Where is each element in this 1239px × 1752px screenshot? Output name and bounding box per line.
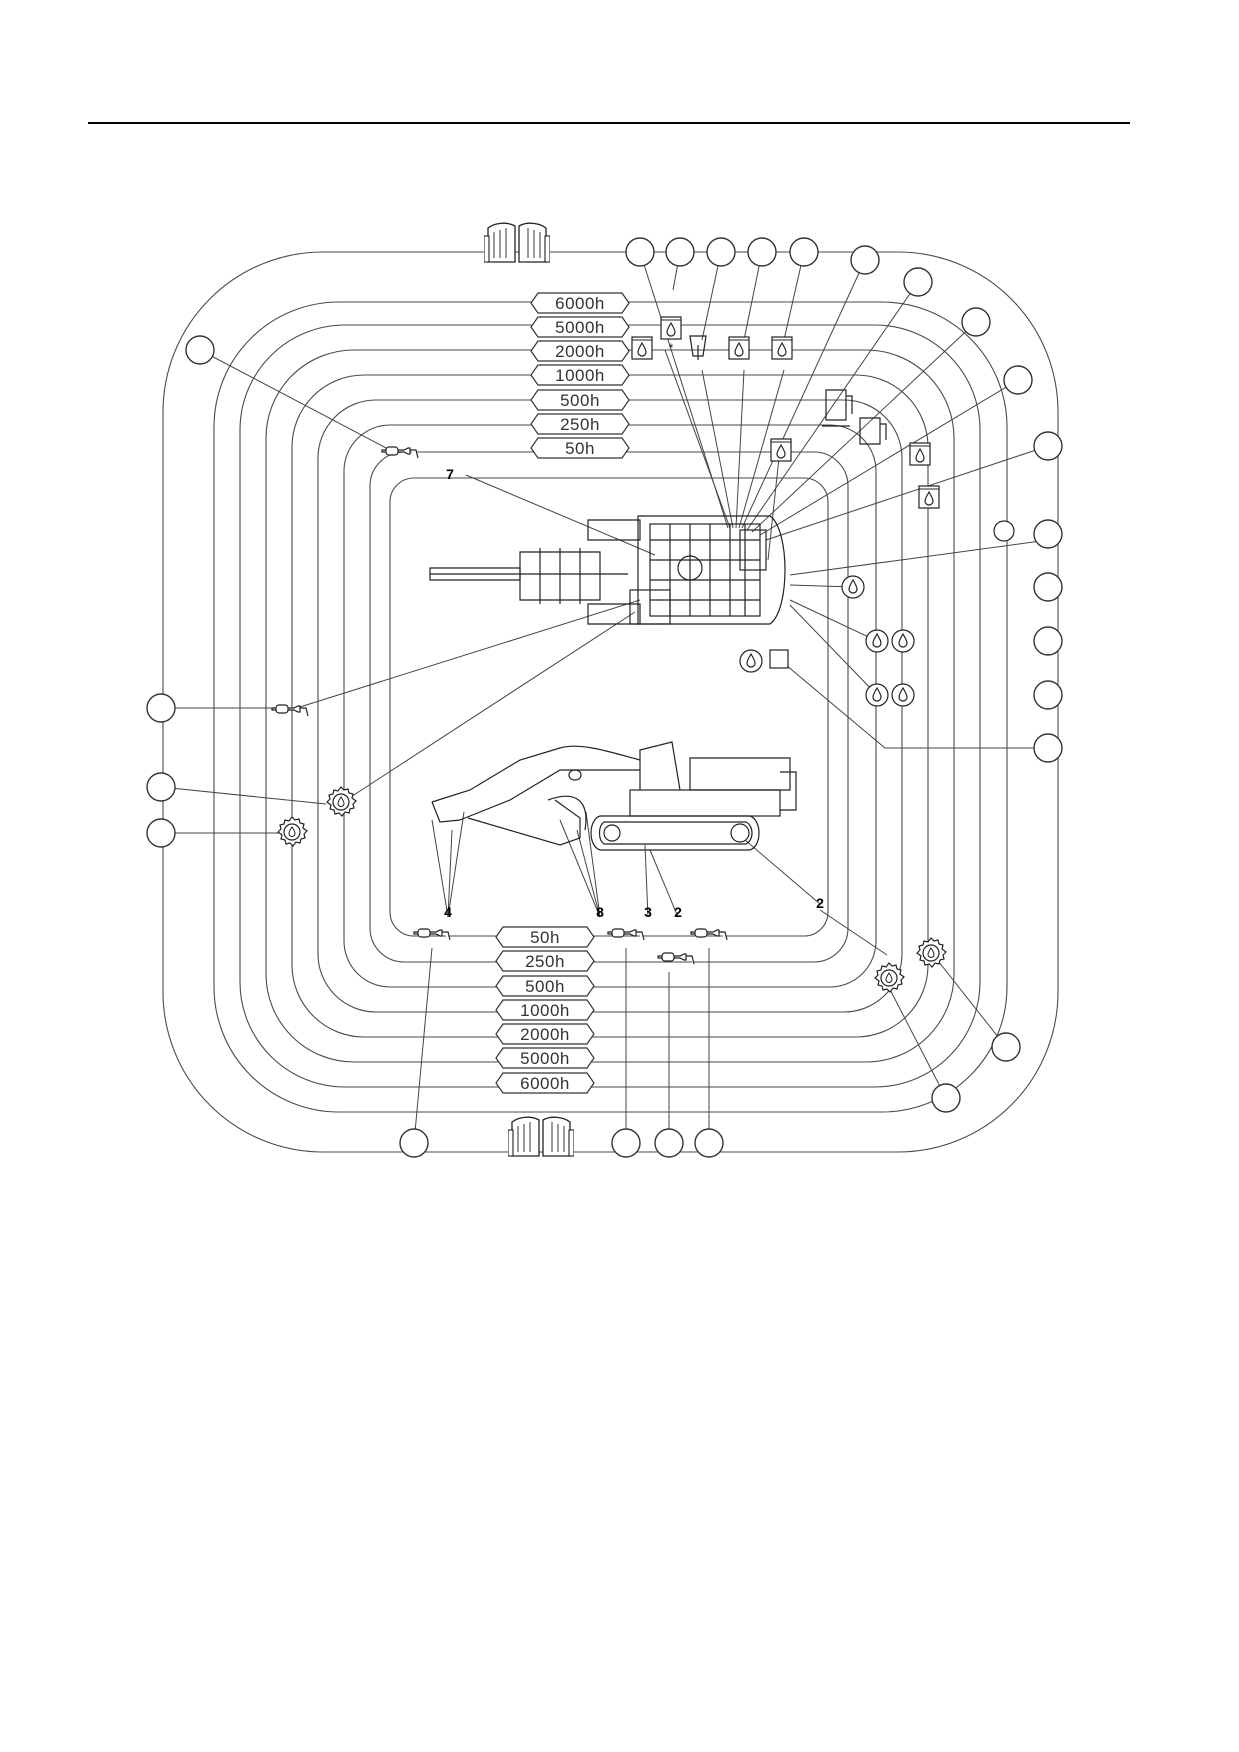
svg-text:500h: 500h [560, 391, 600, 410]
callout-circle [611, 1128, 641, 1158]
oil-can-icon [891, 683, 915, 707]
manual-book-icon [484, 222, 550, 263]
callout-circle [1033, 431, 1063, 461]
callout-circle [903, 267, 933, 297]
callout-circle [146, 818, 176, 848]
grease-gun-icon [607, 928, 645, 941]
grease-gun-icon [690, 928, 728, 941]
interval-label-50h: 50h [530, 437, 630, 459]
callout-circle [1033, 572, 1063, 602]
callout-circle [850, 245, 880, 275]
callout-circle [991, 1032, 1021, 1062]
svg-text:1000h: 1000h [555, 366, 605, 385]
oil-reservoir-icon [728, 336, 750, 360]
fuel-pump-icon [822, 389, 853, 427]
oil-reservoir-icon [918, 485, 940, 509]
svg-text:50h: 50h [530, 928, 560, 947]
interval-label-250h-bottom: 250h [495, 950, 595, 972]
callout-circle [1003, 365, 1033, 395]
interval-label-1000h-bottom: 1000h [495, 999, 595, 1021]
callout-label-3: 3 [644, 904, 652, 920]
grease-gun-icon [413, 928, 451, 941]
oil-reservoir-icon [909, 442, 931, 466]
callout-circle [185, 335, 215, 365]
oil-reservoir-icon [770, 438, 792, 462]
gear-oil-icon [874, 962, 905, 993]
callout-circle [1033, 519, 1063, 549]
interval-label-500h-bottom: 500h [495, 975, 595, 997]
interval-label-5000h-bottom: 5000h [495, 1047, 595, 1069]
svg-text:5000h: 5000h [520, 1049, 570, 1068]
interval-label-2000h: 2000h [530, 340, 630, 362]
interval-label-1000h: 1000h [530, 364, 630, 386]
callout-circle [706, 237, 736, 267]
coolant-icon [993, 520, 1015, 542]
callout-circle [654, 1128, 684, 1158]
callout-label-8: 8 [596, 904, 604, 920]
svg-text:5000h: 5000h [555, 318, 605, 337]
callout-circle [146, 693, 176, 723]
svg-text:250h: 250h [525, 952, 565, 971]
callout-circle [399, 1128, 429, 1158]
callout-label-2: 2 [816, 895, 824, 911]
callout-circle [1033, 626, 1063, 656]
svg-text:6000h: 6000h [520, 1074, 570, 1093]
oil-reservoir-icon [660, 316, 682, 340]
excavator-top-view: 7 [429, 466, 786, 625]
excavator-side-view: 4 8 3 2 2 [431, 741, 824, 920]
callout-circle [694, 1128, 724, 1158]
callout-circle [1033, 680, 1063, 710]
callout-label-2: 2 [674, 904, 682, 920]
interval-labels-top: 6000h 5000h 2000h 1000h 500h 250h 50h [530, 292, 630, 459]
oil-reservoir-icon [771, 336, 793, 360]
oil-can-icon [891, 629, 915, 653]
callout-circle [1033, 733, 1063, 763]
service-icons: * [277, 316, 1015, 993]
gear-oil-icon [277, 816, 308, 847]
interval-loops [162, 251, 1059, 1153]
interval-label-6000h: 6000h [530, 292, 630, 314]
interval-label-2000h-bottom: 2000h [495, 1023, 595, 1045]
svg-text:250h: 250h [560, 415, 600, 434]
interval-label-6000h-bottom: 6000h [495, 1072, 595, 1094]
callout-circle [665, 237, 695, 267]
asterisk-mark: * [669, 341, 674, 355]
svg-text:6000h: 6000h [555, 294, 605, 313]
callout-circles [146, 237, 1063, 1158]
callout-label-4: 4 [444, 904, 452, 920]
oil-reservoir-icon [631, 336, 653, 360]
manual-book-icon [508, 1116, 574, 1157]
callout-circle [789, 237, 819, 267]
oil-can-icon [841, 575, 865, 599]
interval-label-250h: 250h [530, 413, 630, 435]
callout-circle [146, 772, 176, 802]
gear-oil-icon [326, 786, 357, 817]
svg-text:1000h: 1000h [520, 1001, 570, 1020]
callout-circle [625, 237, 655, 267]
callout-circle [961, 307, 991, 337]
oil-can-icon [865, 683, 889, 707]
svg-text:2000h: 2000h [555, 342, 605, 361]
interval-label-50h-bottom: 50h [495, 926, 595, 948]
svg-text:50h: 50h [565, 439, 595, 458]
callout-circle [931, 1083, 961, 1113]
fuel-pump-icon [859, 417, 887, 445]
callout-label-7: 7 [446, 466, 454, 482]
filter-icon [769, 649, 789, 669]
svg-text:500h: 500h [525, 977, 565, 996]
oil-can-icon [739, 649, 763, 673]
leader-lines [160, 251, 1049, 1144]
callout-circle [747, 237, 777, 267]
oil-can-icon [865, 629, 889, 653]
svg-text:2000h: 2000h [520, 1025, 570, 1044]
interval-label-5000h: 5000h [530, 316, 630, 338]
filter-icon [689, 335, 707, 360]
gear-oil-icon [916, 937, 947, 968]
interval-labels-bottom: 50h 250h 500h 1000h 2000h 5000h 6000h [495, 926, 595, 1094]
interval-label-500h: 500h [530, 389, 630, 411]
